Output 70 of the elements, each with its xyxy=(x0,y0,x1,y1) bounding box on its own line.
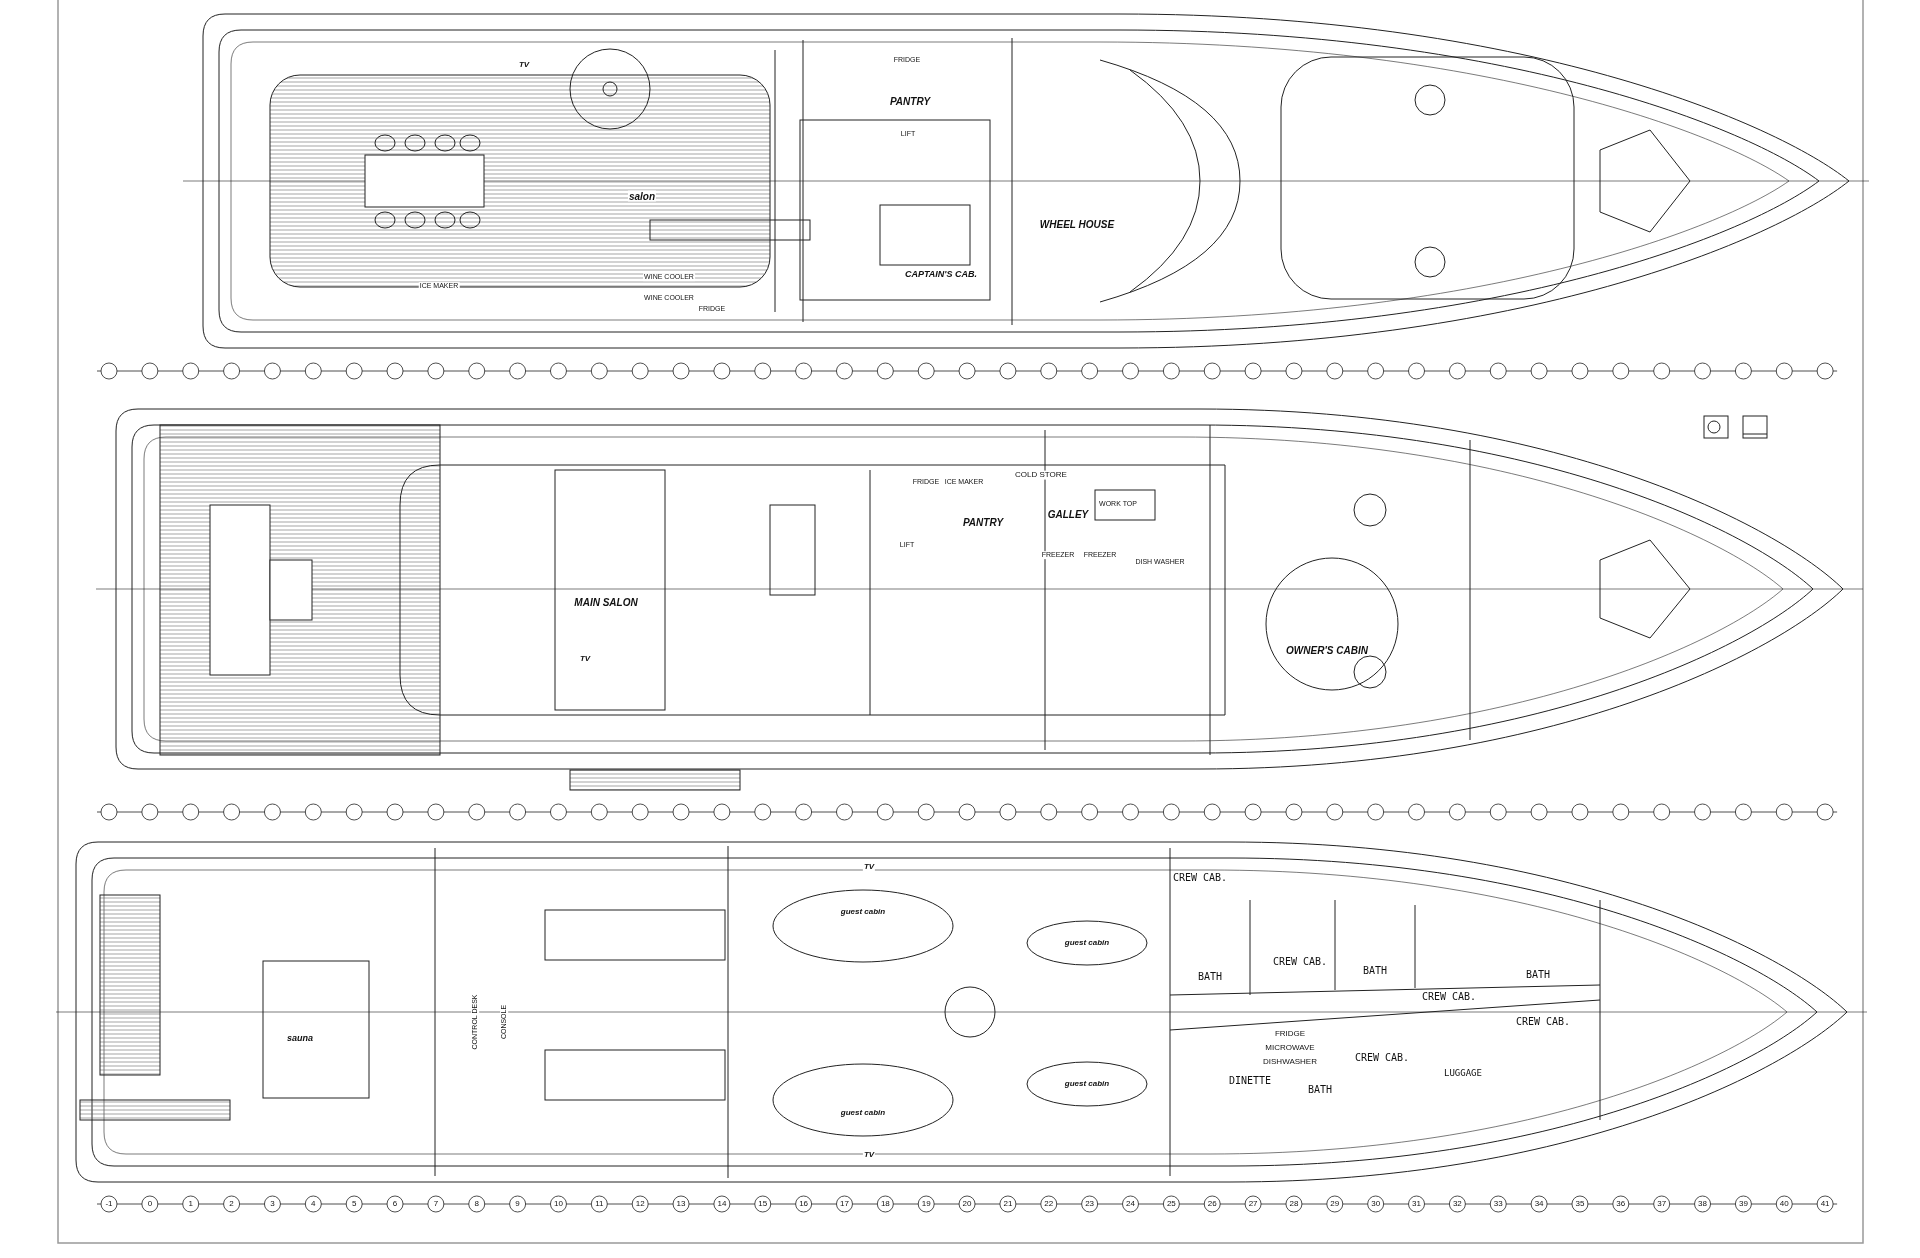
room-label: BATH xyxy=(1196,970,1224,982)
room-label: WHEEL HOUSE xyxy=(1038,218,1116,230)
frame-number: 1 xyxy=(188,1200,193,1208)
frame-number: 29 xyxy=(1330,1200,1340,1208)
frame-number: 27 xyxy=(1248,1200,1258,1208)
room-label: DISHWASHER xyxy=(1262,1057,1318,1067)
frame-number: 12 xyxy=(635,1200,645,1208)
frame-number: -1 xyxy=(105,1200,113,1208)
frame-number: 26 xyxy=(1207,1200,1217,1208)
room-label: TV xyxy=(517,60,531,70)
room-label: COLD STORE xyxy=(1014,470,1068,480)
frame-number: 33 xyxy=(1493,1200,1503,1208)
frame-number: 8 xyxy=(474,1200,479,1208)
room-label: BATH xyxy=(1361,964,1389,976)
room-label: PANTRY xyxy=(888,95,932,107)
frame-number: 6 xyxy=(392,1200,398,1208)
frame-number: 34 xyxy=(1534,1200,1544,1208)
frame-number: 7 xyxy=(433,1200,439,1208)
frame-number: 11 xyxy=(595,1200,604,1208)
frame-number: 41 xyxy=(1820,1200,1830,1208)
frame-number: 39 xyxy=(1738,1200,1748,1208)
frame-number: 9 xyxy=(515,1200,520,1208)
frame-number: 25 xyxy=(1166,1200,1176,1208)
room-label: salon xyxy=(627,190,657,202)
frame-number: 40 xyxy=(1779,1200,1789,1208)
frame-number: 38 xyxy=(1698,1200,1707,1208)
room-label: MAIN SALON xyxy=(573,596,639,608)
frame-number: 0 xyxy=(147,1200,153,1208)
frame-number: 2 xyxy=(229,1200,234,1208)
frame-number: 5 xyxy=(351,1200,357,1208)
frame-number: 4 xyxy=(311,1200,316,1208)
frame-number: 17 xyxy=(840,1200,849,1208)
frame-number: 35 xyxy=(1575,1200,1585,1208)
room-label: DINETTE xyxy=(1227,1074,1273,1086)
room-label: FRIDGE xyxy=(1273,1029,1307,1039)
room-label: MICROWAVE xyxy=(1264,1043,1316,1053)
frame-number: 3 xyxy=(270,1200,275,1208)
room-label: guest cabin xyxy=(1063,938,1111,948)
room-label: OWNER'S CABIN xyxy=(1285,644,1369,656)
room-label: guest cabin xyxy=(839,1108,887,1118)
frame-number: 20 xyxy=(962,1200,972,1208)
room-label: CAPTAIN'S CAB. xyxy=(904,270,978,280)
room-label: TV xyxy=(862,862,876,872)
frame-number: 18 xyxy=(880,1200,890,1208)
frame-number: 37 xyxy=(1657,1200,1667,1208)
frame-number: 14 xyxy=(717,1200,727,1208)
room-label: BATH xyxy=(1524,968,1552,980)
room-label: sauna xyxy=(286,1034,314,1044)
frame-number: 16 xyxy=(799,1200,809,1208)
frame-number: 30 xyxy=(1371,1200,1381,1208)
frame-number: 22 xyxy=(1044,1200,1054,1208)
frame-number: 32 xyxy=(1452,1200,1462,1208)
frame-number: 19 xyxy=(921,1200,931,1208)
frame-number: 31 xyxy=(1412,1200,1421,1208)
room-label: TV xyxy=(578,654,592,664)
room-label: PANTRY xyxy=(961,516,1005,528)
frame-number: 28 xyxy=(1289,1200,1299,1208)
room-label: LUGGAGE xyxy=(1443,1069,1483,1079)
frame-number: 24 xyxy=(1126,1200,1135,1208)
room-label: TV xyxy=(862,1150,876,1160)
frame-number: 10 xyxy=(554,1200,563,1208)
frame-number: 23 xyxy=(1085,1200,1095,1208)
room-label: BATH xyxy=(1306,1083,1334,1095)
frame-number: 15 xyxy=(758,1200,768,1208)
room-label: guest cabin xyxy=(1063,1079,1111,1089)
frame-number: 21 xyxy=(1003,1200,1013,1208)
frame-number: 36 xyxy=(1616,1200,1626,1208)
room-label: guest cabin xyxy=(839,907,887,917)
room-label: GALLEY xyxy=(1046,508,1090,520)
frame-number: 13 xyxy=(676,1200,686,1208)
